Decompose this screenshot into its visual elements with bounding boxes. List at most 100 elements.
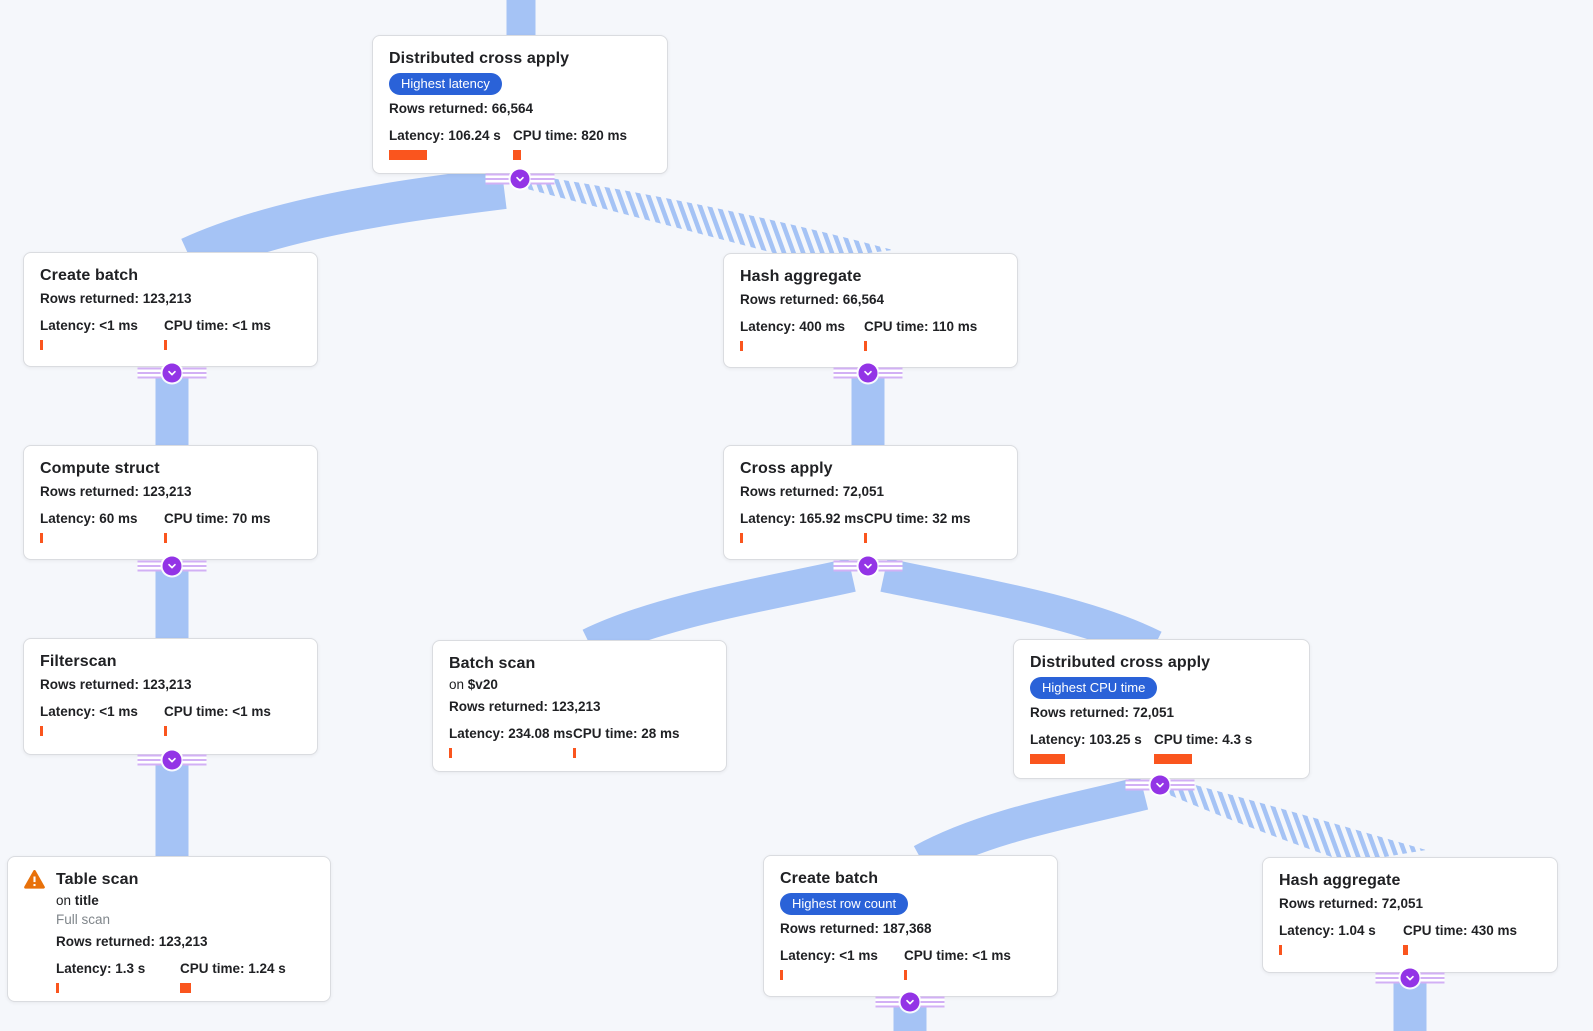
metrics-row: Latency: 1.3 s CPU time: 1.24 s bbox=[56, 961, 314, 993]
cpu-metric: CPU time: 110 ms bbox=[864, 319, 977, 351]
expand-connector-dca2[interactable] bbox=[1125, 775, 1195, 795]
plan-node-compute-struct[interactable]: Compute struct Rows returned: 123,213 La… bbox=[23, 445, 318, 560]
expand-connector-hash-aggregate-2[interactable] bbox=[1375, 968, 1445, 988]
cpu-bar bbox=[904, 970, 907, 980]
latency-metric: Latency: 60 ms bbox=[40, 511, 164, 543]
metrics-row: Latency: <1 ms CPU time: <1 ms bbox=[40, 704, 301, 736]
warning-icon bbox=[24, 870, 45, 889]
edge-dca1-to-create-batch bbox=[181, 167, 507, 278]
cpu-metric: CPU time: 32 ms bbox=[864, 511, 971, 543]
connector-lines bbox=[485, 173, 510, 185]
cpu-bar bbox=[864, 341, 867, 351]
metrics-row: Latency: 1.04 s CPU time: 430 ms bbox=[1279, 923, 1541, 955]
plan-node-distributed-cross-apply-2[interactable]: Distributed cross apply Highest CPU time… bbox=[1013, 639, 1310, 779]
cpu-bar bbox=[1154, 754, 1192, 764]
expand-connector-dca1[interactable] bbox=[485, 169, 555, 189]
chevron-down-icon bbox=[858, 363, 878, 383]
expand-connector-cross-apply[interactable] bbox=[833, 556, 903, 576]
latency-label: Latency: <1 ms bbox=[40, 318, 138, 333]
plan-node-distributed-cross-apply-1[interactable]: Distributed cross apply Highest latency … bbox=[372, 35, 668, 174]
plan-node-hash-aggregate-2[interactable]: Hash aggregate Rows returned: 72,051 Lat… bbox=[1262, 857, 1558, 973]
latency-metric: Latency: <1 ms bbox=[40, 704, 164, 736]
connector-lines bbox=[137, 560, 162, 572]
cpu-bar bbox=[164, 726, 167, 736]
rows-returned: Rows returned: 123,213 bbox=[40, 484, 192, 499]
latency-bar bbox=[449, 748, 452, 758]
cpu-metric: CPU time: 4.3 s bbox=[1154, 732, 1252, 764]
chevron-down-icon bbox=[900, 992, 920, 1012]
cpu-metric: CPU time: <1 ms bbox=[904, 948, 1011, 980]
plan-node-batch-scan[interactable]: Batch scan on $v20 Rows returned: 123,21… bbox=[432, 640, 727, 772]
cpu-label: CPU time: 1.24 s bbox=[180, 961, 286, 976]
chevron-down-icon bbox=[1400, 968, 1420, 988]
rows-returned: Rows returned: 72,051 bbox=[1279, 896, 1424, 911]
metrics-row: Latency: 106.24 s CPU time: 820 ms bbox=[389, 128, 651, 160]
latency-label: Latency: 400 ms bbox=[740, 319, 846, 334]
connector-lines bbox=[878, 560, 903, 572]
latency-bar bbox=[40, 726, 43, 736]
plan-node-filterscan[interactable]: Filterscan Rows returned: 123,213 Latenc… bbox=[23, 638, 318, 755]
node-title: Cross apply bbox=[740, 460, 833, 477]
expand-connector-filterscan[interactable] bbox=[137, 750, 207, 770]
rows-returned: Rows returned: 123,213 bbox=[40, 677, 192, 692]
latency-label: Latency: 103.25 s bbox=[1030, 732, 1142, 747]
node-title: Filterscan bbox=[40, 653, 117, 670]
metrics-row: Latency: 400 ms CPU time: 110 ms bbox=[740, 319, 1001, 351]
latency-metric: Latency: 234.08 ms bbox=[449, 726, 573, 758]
edge-cross-apply-to-batch-scan bbox=[582, 558, 856, 661]
node-title: Distributed cross apply bbox=[389, 50, 570, 67]
latency-label: Latency: 60 ms bbox=[40, 511, 138, 526]
latency-bar bbox=[740, 533, 743, 543]
latency-metric: Latency: 1.3 s bbox=[56, 961, 180, 993]
expand-connector-hash-aggregate-1[interactable] bbox=[833, 363, 903, 383]
cpu-label: CPU time: <1 ms bbox=[164, 318, 271, 333]
latency-metric: Latency: 165.92 ms bbox=[740, 511, 864, 543]
node-title: Distributed cross apply bbox=[1030, 654, 1211, 671]
connector-lines bbox=[182, 560, 207, 572]
latency-metric: Latency: <1 ms bbox=[40, 318, 164, 350]
node-title: Hash aggregate bbox=[740, 268, 862, 285]
cpu-bar bbox=[164, 533, 167, 543]
latency-metric: Latency: 106.24 s bbox=[389, 128, 513, 160]
cpu-label: CPU time: <1 ms bbox=[904, 948, 1011, 963]
cpu-metric: CPU time: 70 ms bbox=[164, 511, 271, 543]
plan-node-hash-aggregate-1[interactable]: Hash aggregate Rows returned: 66,564 Lat… bbox=[723, 253, 1018, 368]
expand-connector-compute-struct[interactable] bbox=[137, 556, 207, 576]
latency-metric: Latency: 400 ms bbox=[740, 319, 864, 351]
plan-node-table-scan[interactable]: Table scan on title Full scan Rows retur… bbox=[7, 856, 331, 1002]
cpu-bar bbox=[180, 983, 191, 993]
connector-lines bbox=[182, 754, 207, 766]
connector-lines bbox=[137, 754, 162, 766]
cpu-metric: CPU time: <1 ms bbox=[164, 704, 271, 736]
connector-lines bbox=[1420, 972, 1445, 984]
latency-metric: Latency: <1 ms bbox=[780, 948, 904, 980]
latency-label: Latency: 106.24 s bbox=[389, 128, 501, 143]
chevron-down-icon bbox=[1150, 775, 1170, 795]
metrics-row: Latency: 60 ms CPU time: 70 ms bbox=[40, 511, 301, 543]
rows-returned: Rows returned: 123,213 bbox=[40, 291, 192, 306]
metrics-row: Latency: 103.25 s CPU time: 4.3 s bbox=[1030, 732, 1293, 764]
metrics-row: Latency: <1 ms CPU time: <1 ms bbox=[40, 318, 301, 350]
cpu-bar bbox=[1403, 945, 1408, 955]
node-title: Hash aggregate bbox=[1279, 872, 1401, 889]
expand-connector-create-batch-2[interactable] bbox=[875, 992, 945, 1012]
connector-lines bbox=[878, 367, 903, 379]
connector-lines bbox=[530, 173, 555, 185]
chevron-down-icon bbox=[162, 556, 182, 576]
cpu-label: CPU time: 110 ms bbox=[864, 319, 978, 334]
expand-connector-create-batch-1[interactable] bbox=[137, 363, 207, 383]
plan-node-create-batch-1[interactable]: Create batch Rows returned: 123,213 Late… bbox=[23, 252, 318, 367]
plan-node-create-batch-2[interactable]: Create batch Highest row count Rows retu… bbox=[763, 855, 1058, 997]
plan-node-cross-apply[interactable]: Cross apply Rows returned: 72,051 Latenc… bbox=[723, 445, 1018, 560]
scan-target: on title bbox=[56, 893, 99, 908]
metrics-row: Latency: 234.08 ms CPU time: 28 ms bbox=[449, 726, 710, 758]
connector-lines bbox=[182, 367, 207, 379]
rows-returned: Rows returned: 123,213 bbox=[56, 934, 208, 949]
edge-dca2-to-hash-aggregate-2-striped bbox=[1167, 779, 1426, 863]
latency-label: Latency: <1 ms bbox=[40, 704, 138, 719]
rows-returned: Rows returned: 123,213 bbox=[449, 699, 601, 714]
latency-bar bbox=[780, 970, 783, 980]
connector-lines bbox=[137, 367, 162, 379]
rows-returned: Rows returned: 66,564 bbox=[740, 292, 885, 307]
